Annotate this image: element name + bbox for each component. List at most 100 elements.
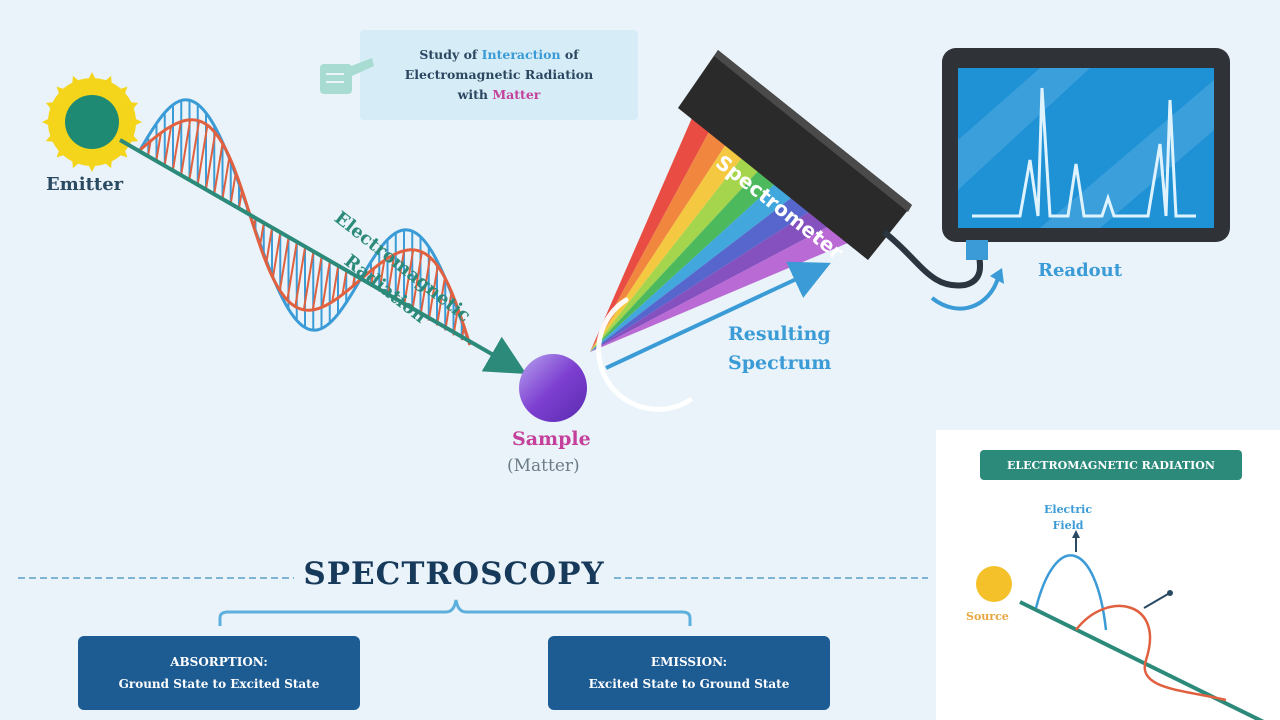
matter-label: (Matter) <box>507 456 580 476</box>
wave-hatch <box>205 132 217 190</box>
wave-hatch <box>394 250 406 302</box>
wave-hatch <box>436 277 446 326</box>
inset-banner: ELECTROMAGNETIC RADIATION <box>980 450 1242 480</box>
em-wave-red <box>139 118 472 346</box>
absorption-box: ABSORPTION: Ground State to Excited Stat… <box>78 636 360 710</box>
source-label: Source <box>966 610 1009 623</box>
sun-ray <box>56 146 68 158</box>
wave-hatch <box>427 265 439 321</box>
inset-source-sun-icon <box>976 566 1012 602</box>
wave-hatch <box>403 249 415 307</box>
sun-ray <box>45 102 58 112</box>
wave-hatch <box>213 143 224 195</box>
wave-hatch <box>163 126 173 165</box>
emitter-sun-icon <box>42 72 142 172</box>
title-matter-word: Matter <box>492 87 541 102</box>
emission-desc: Excited State to Ground State <box>588 677 790 691</box>
wave-hatch <box>378 260 386 292</box>
interaction-title-card: Study of Interaction of Electromagnetic … <box>360 30 638 120</box>
brace-connector <box>218 599 692 626</box>
inset-red-wave <box>1075 604 1227 702</box>
wave-hatch <box>311 257 323 311</box>
em-radiation-inset: ELECTROMAGNETIC RADIATION Electric Field… <box>936 430 1280 720</box>
sun-ray <box>86 72 98 83</box>
spectrum-band <box>590 88 755 353</box>
inset-beam <box>1019 600 1265 720</box>
title-line1-prefix: Study of <box>419 47 482 62</box>
wave-hatch <box>302 252 315 310</box>
title-line-3: with Matter <box>458 85 541 105</box>
title-line1-suffix: of <box>560 47 579 62</box>
spectrum-band <box>590 190 856 352</box>
sun-ray <box>131 116 142 128</box>
wave-hatch <box>265 227 273 263</box>
readout-label: Readout <box>1038 260 1123 281</box>
resulting-spectrum-arrow <box>605 261 831 370</box>
wave-outline <box>138 98 472 346</box>
wave-hatch <box>172 121 182 170</box>
electric-field-label: Electric Field <box>1044 502 1092 534</box>
em-beam-arrow <box>119 138 527 374</box>
wave-hatch <box>147 140 152 156</box>
wave-hatch <box>278 237 290 291</box>
wave-hatch <box>294 247 306 307</box>
spectrum-band <box>590 132 812 352</box>
wave-hatch <box>386 254 396 297</box>
sun-ray <box>42 116 53 128</box>
wave-outline <box>139 118 472 346</box>
sun-ray <box>86 161 98 172</box>
wave-hatch <box>155 132 162 160</box>
electric-field-line2: Field <box>1052 519 1084 532</box>
wave-hatch <box>229 172 237 204</box>
sun-ray <box>116 146 128 158</box>
sample-label: Sample <box>512 428 591 450</box>
sun-ray <box>102 156 112 169</box>
spectrum-band <box>590 115 795 352</box>
spectrum-band <box>590 76 733 352</box>
spectrum-band <box>590 101 775 353</box>
resulting-spectrum-label: Resulting Spectrum <box>728 320 831 378</box>
wave-hatch <box>271 232 282 278</box>
sun-ray <box>116 86 128 98</box>
spectrum-band <box>590 150 829 352</box>
sun-ray <box>45 132 58 142</box>
sun-ray <box>126 102 139 112</box>
sun-ray <box>126 132 139 142</box>
inset-blue-wave <box>1034 554 1108 631</box>
absorption-title: ABSORPTION: <box>170 655 268 669</box>
result-label-line2: Spectrum <box>728 352 832 374</box>
spectrometer-device <box>678 50 984 289</box>
spectrum-band <box>590 169 843 352</box>
wave-hatch <box>321 261 331 308</box>
wave-hatch <box>286 242 298 301</box>
emission-box: EMISSION: Excited State to Ground State <box>548 636 830 710</box>
sun-ray <box>56 86 68 98</box>
sun-ray <box>102 75 112 88</box>
title-line-2: Electromagnetic Radiation <box>404 67 594 82</box>
wave-hatch <box>411 251 423 312</box>
wave-hatch <box>331 266 339 302</box>
result-label-line1: Resulting <box>728 323 831 345</box>
wave-hatch <box>444 291 453 331</box>
absorption-desc: Ground State to Excited State <box>118 677 320 691</box>
sun-ray <box>72 156 82 169</box>
emission-title: EMISSION: <box>650 655 728 669</box>
title-interaction-word: Interaction <box>481 47 561 62</box>
emitter-label: Emitter <box>46 174 124 195</box>
inset-wave-illustration <box>976 530 1265 720</box>
em-wave-blue <box>138 98 472 346</box>
title-line3-prefix: with <box>457 87 493 102</box>
loading-spinner-icon <box>596 297 693 412</box>
wave-hatch <box>180 119 192 175</box>
spectrum-band <box>590 212 867 352</box>
wave-hatch <box>221 156 231 199</box>
hand-pointing-icon <box>320 58 374 94</box>
wave-hatch <box>259 222 265 246</box>
title-line-1: Study of Interaction of <box>419 45 578 65</box>
wave-hatch <box>419 257 432 316</box>
electric-field-line1: Electric <box>1044 503 1093 516</box>
wave-hatch <box>196 125 209 185</box>
readout-monitor-icon <box>930 48 1230 311</box>
sample-sphere-icon <box>519 354 587 422</box>
